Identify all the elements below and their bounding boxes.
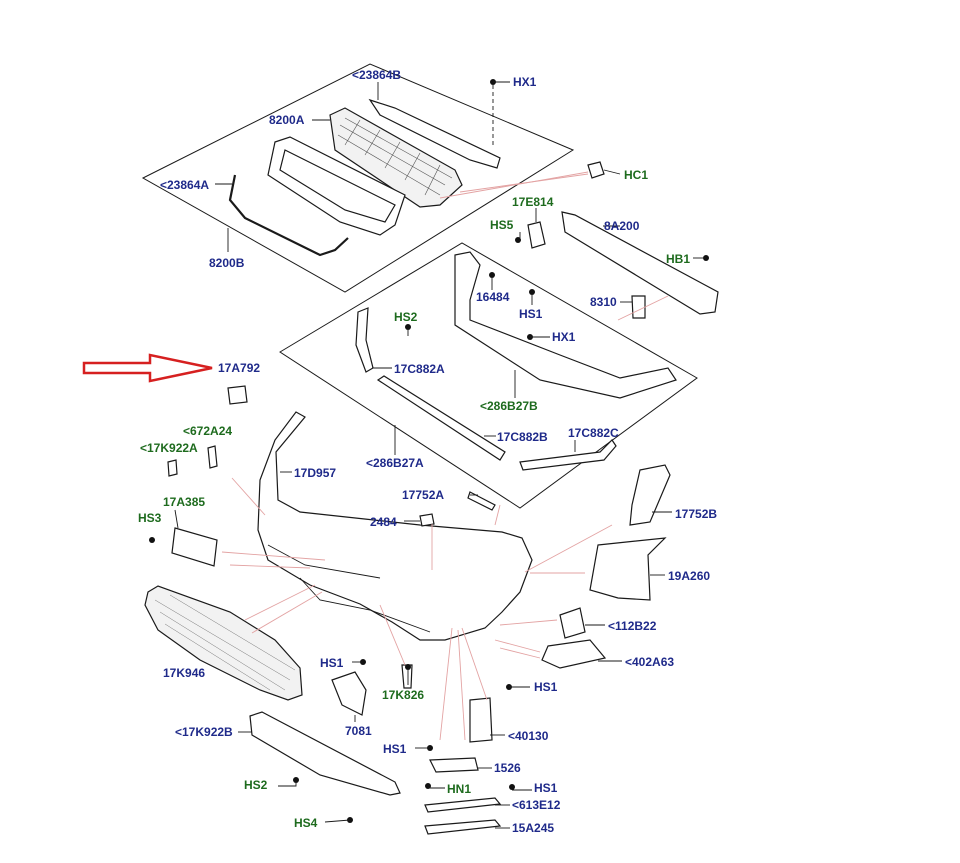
upper-grille-assembly-box [141, 63, 575, 293]
label-HX1-top: HX1 [513, 75, 537, 89]
label-HX1-mid: HX1 [552, 330, 576, 344]
label-HS2-b: HS2 [244, 778, 268, 792]
part-17K946-lower-grille [144, 585, 303, 701]
part-17K922B-strip [249, 711, 401, 796]
label-17752A: 17752A [402, 488, 444, 502]
label-2484: 2484 [370, 515, 397, 529]
bumper-lower-channel [267, 544, 431, 633]
label-8A200: 8A200 [604, 219, 640, 233]
part-2484-cap [419, 513, 435, 527]
part-672A24-clip [207, 445, 218, 469]
label-402A63: <402A63 [625, 655, 674, 669]
label-HS1-d: HS1 [383, 742, 407, 756]
part-23864A-strip [228, 174, 349, 257]
part-17E814-bracket [527, 221, 546, 249]
label-HS5: HS5 [490, 218, 514, 232]
part-17A792-bracket [227, 385, 248, 405]
leader-lines [174, 81, 706, 829]
label-17A385: 17A385 [163, 495, 205, 509]
part-40130-cover [469, 697, 493, 743]
label-17752B: 17752B [675, 507, 717, 521]
part-17C882C-strip [519, 439, 617, 471]
label-23864B: <23864B [352, 68, 401, 82]
label-HS1-a: HS1 [519, 307, 543, 321]
label-40130: <40130 [508, 729, 549, 743]
part-HC1-clip [587, 161, 605, 179]
part-112B22-bracket [559, 607, 586, 639]
part-17752B-bracket [629, 464, 671, 526]
reference-pointers [221, 171, 669, 741]
label-HN1: HN1 [447, 782, 471, 796]
part-402A63-cover [541, 639, 607, 669]
part-8310-bracket [631, 295, 646, 319]
label-17C882A: 17C882A [394, 362, 445, 376]
part-8A200-beam [561, 211, 719, 315]
part-19A260-panel [589, 537, 667, 601]
label-17E814: 17E814 [512, 195, 554, 209]
bumper-trim-assembly-box [279, 242, 698, 509]
label-HC1: HC1 [624, 168, 648, 182]
red-indicator-arrow [82, 353, 213, 383]
label-17D957: 17D957 [294, 466, 336, 480]
part-286B27B-beam [454, 251, 677, 399]
part-17C882A-strip [355, 307, 374, 373]
label-16484: 16484 [476, 290, 510, 304]
label-8200B: 8200B [209, 256, 245, 270]
label-17C882C: 17C882C [568, 426, 619, 440]
label-17C882B: 17C882B [497, 430, 548, 444]
part-8200A-grille-mesh [329, 107, 463, 208]
label-HS1-e: HS1 [534, 781, 558, 795]
label-613E12: <613E12 [512, 798, 561, 812]
label-7081: 7081 [345, 724, 372, 738]
label-672A24: <672A24 [183, 424, 232, 438]
label-17K946: 17K946 [163, 666, 205, 680]
lower-grille-mesh-pattern [154, 594, 296, 691]
part-17C882B-strip [376, 375, 506, 461]
part-7081-bracket [331, 671, 367, 716]
part-613E12-strip [424, 797, 502, 813]
part-1526-bracket [429, 757, 479, 773]
label-17K826: 17K826 [382, 688, 424, 702]
label-17K922B: <17K922B [175, 725, 233, 739]
part-17752A-bracket [467, 491, 496, 511]
label-17A792: 17A792 [218, 361, 260, 375]
grille-mesh-pattern [337, 117, 453, 196]
part-labels: <23864B HX1 8200A HC1 <23864A 8200B 17E8… [138, 68, 717, 835]
label-8310: 8310 [590, 295, 617, 309]
part-23864B-bracket [368, 98, 501, 169]
label-HS1-c: HS1 [534, 680, 558, 694]
label-HS2-a: HS2 [394, 310, 418, 324]
part-17K922A-clip [167, 459, 178, 477]
label-19A260: 19A260 [668, 569, 710, 583]
label-HS3: HS3 [138, 511, 162, 525]
label-HB1: HB1 [666, 252, 690, 266]
label-23864A: <23864A [160, 178, 209, 192]
part-8200B-grille-frame-inner [279, 149, 396, 223]
part-front-bumper [257, 411, 533, 641]
label-112B22: <112B22 [608, 619, 657, 633]
label-8200A: 8200A [269, 113, 305, 127]
label-286B27A: <286B27A [366, 456, 424, 470]
label-HS4: HS4 [294, 816, 318, 830]
label-HS1-b: HS1 [320, 656, 344, 670]
part-15A245-strip [424, 819, 502, 835]
label-286B27B: <286B27B [480, 399, 538, 413]
label-17K922A: <17K922A [140, 441, 198, 455]
label-15A245: 15A245 [512, 821, 554, 835]
part-17A385-plate [171, 527, 218, 567]
label-1526: 1526 [494, 761, 521, 775]
